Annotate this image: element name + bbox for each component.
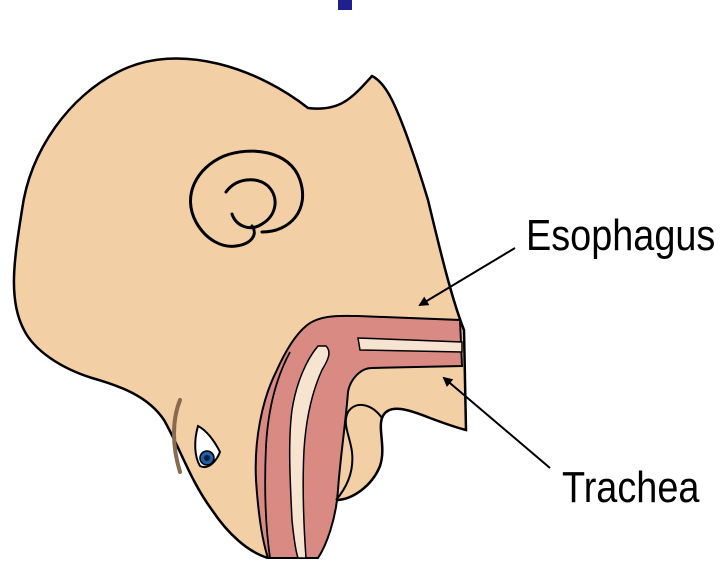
head-shape [14,58,466,558]
trachea-label: Trachea [562,466,699,510]
eye-pupil [204,455,210,461]
title-fragment [338,0,352,10]
esophagus-label: Esophagus [526,214,715,258]
